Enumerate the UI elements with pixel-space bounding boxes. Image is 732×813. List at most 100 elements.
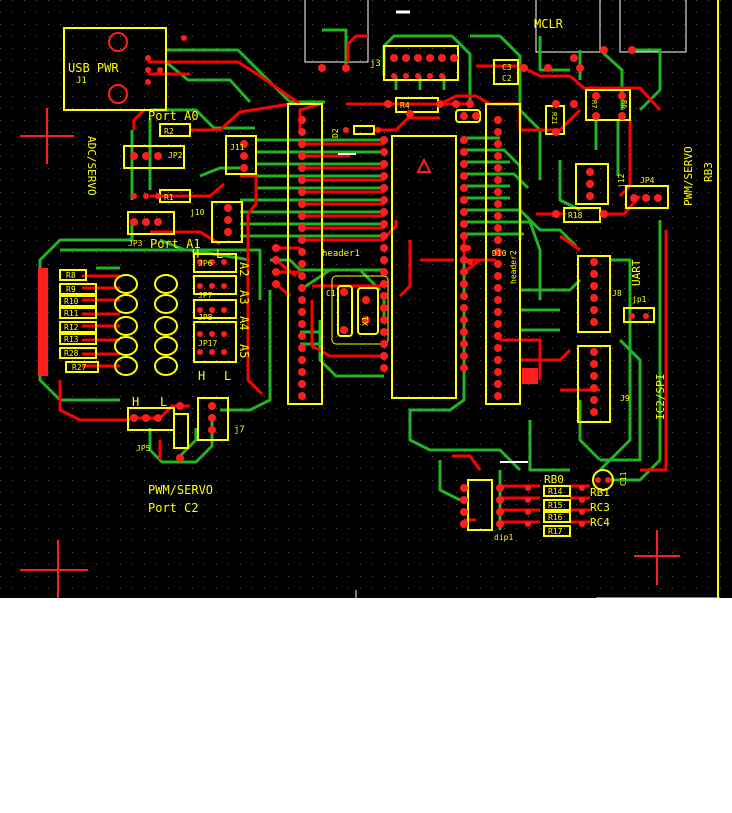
pad [209,283,215,289]
pad [590,282,598,290]
header2-label: header2 [509,250,518,284]
pad [590,318,598,326]
pcb-layout: USB PWR J1 Port A0 Port A1 ADC/SERVO MCL… [0,0,732,598]
pad [460,112,468,120]
pad [298,164,306,172]
r14-outline [543,485,571,497]
pad [380,352,388,360]
pad [494,176,502,184]
x1-outline [357,287,379,335]
pad [155,193,161,199]
pad [472,112,480,120]
r16-label: R16 [548,513,563,522]
jp6-label: JP6 [198,259,213,268]
r21-label: R21 [550,112,558,125]
pad [197,283,203,289]
pad [298,296,306,304]
pad [380,196,388,204]
pad [494,344,502,352]
port-c2-label: Port C2 [148,501,199,515]
j11-outline [225,135,257,175]
pad [525,521,531,527]
pad [494,368,502,376]
pad [590,270,598,278]
pad [224,228,232,236]
jp17-label: JP17 [198,339,217,348]
a2-label: A2 [237,262,251,276]
c2-c3-outline [493,59,519,85]
c1-outline [337,285,353,337]
pad [494,248,502,256]
pad [592,92,600,100]
pad [380,292,388,300]
pad [380,148,388,156]
pad [460,148,468,156]
pad [298,308,306,316]
pad [552,128,560,136]
pad [643,313,649,319]
dip1-outline [467,479,493,531]
pad [391,73,397,79]
pad [403,73,409,79]
pad [460,520,468,528]
pad [380,160,388,168]
r17-label: R17 [548,527,563,536]
jp2-outline [123,145,185,169]
pad [406,110,414,118]
pad [467,259,473,265]
pad [494,200,502,208]
pad [145,67,151,73]
pad [496,508,504,516]
pad [590,360,598,368]
pad [380,220,388,228]
jp17-outline [193,321,237,363]
jp7-outline [193,275,237,295]
pad [298,212,306,220]
bottom-copper-traces [38,28,662,530]
c11-label: C11 [619,471,628,486]
pad [496,520,504,528]
pad [618,112,626,120]
j9-label: J9 [620,394,630,403]
pad [628,46,636,54]
a5-label: A5 [237,344,251,358]
jp1-outline [623,307,655,323]
pad [154,152,162,160]
pic-chip-outline [391,135,457,399]
pad [240,152,248,160]
crystal-outline [331,275,389,345]
mclr-label: MCLR [534,17,564,31]
pad [208,414,216,422]
pad [629,313,635,319]
r14-label: R14 [548,487,563,496]
pad [157,67,163,73]
pad [460,328,468,336]
jp2-label: JP2 [168,151,183,160]
pad [380,208,388,216]
jp3-outline [127,211,175,235]
c-small-outline [173,413,189,449]
j10-label: j10 [190,208,205,217]
r10-label: R10 [64,297,79,306]
pad [494,392,502,400]
pad [208,426,216,434]
l-jp5-label: L [160,395,167,409]
l-bottom-label: L [224,369,231,383]
pad [579,509,585,515]
r15-label: R15 [548,501,563,510]
pad [145,79,151,85]
pad [272,280,280,288]
pad [343,127,349,133]
pad [460,232,468,240]
port-a0-label: Port A0 [148,109,199,123]
pad [143,193,149,199]
j10-outline [211,201,243,243]
pad [618,92,626,100]
pad [590,306,598,314]
pad [494,164,502,172]
pad [427,73,433,79]
pad [579,497,585,503]
pad [465,245,471,251]
pad [298,248,306,256]
pad [460,508,468,516]
